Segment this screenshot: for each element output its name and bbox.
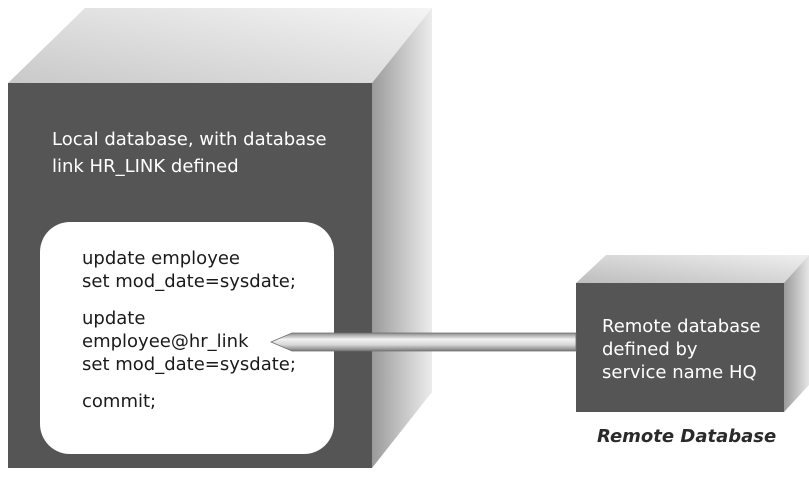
remote-database-caption: Remote Database [597, 426, 777, 447]
sql-line: update employee [82, 248, 240, 269]
remote-cube-front-face [576, 283, 784, 412]
local-description-line: link HR_LINK defined [52, 156, 239, 177]
remote-cube-side-face [784, 255, 809, 412]
sql-code-panel [40, 222, 334, 454]
local-cube-side-face [372, 8, 432, 468]
remote-database-description: Remote database defined by service name … [602, 315, 802, 384]
remote-description-line: Remote database [602, 316, 761, 337]
sql-statements: update employee set mod_date=sysdate; up… [82, 247, 312, 413]
local-database-description: Local database, with database link HR_LI… [52, 126, 352, 180]
sql-blank-line [82, 293, 312, 307]
sql-line: update [82, 308, 146, 329]
local-cube-top-face [8, 8, 432, 83]
database-link-connector [269, 332, 577, 352]
sql-line: set mod_date=sysdate; [82, 354, 296, 375]
remote-cube-top-face [576, 255, 809, 283]
remote-database-cube [576, 255, 809, 412]
local-database-cube [8, 8, 432, 468]
local-description-line: Local database, with database [52, 129, 327, 150]
sql-line: commit; [82, 391, 157, 412]
sql-blank-line [82, 376, 312, 390]
sql-line: employee@hr_link [82, 331, 249, 352]
connector-pipe [269, 332, 577, 352]
remote-description-line: service name HQ [602, 362, 757, 383]
sql-line: set mod_date=sysdate; [82, 271, 296, 292]
remote-description-line: defined by [602, 339, 698, 360]
